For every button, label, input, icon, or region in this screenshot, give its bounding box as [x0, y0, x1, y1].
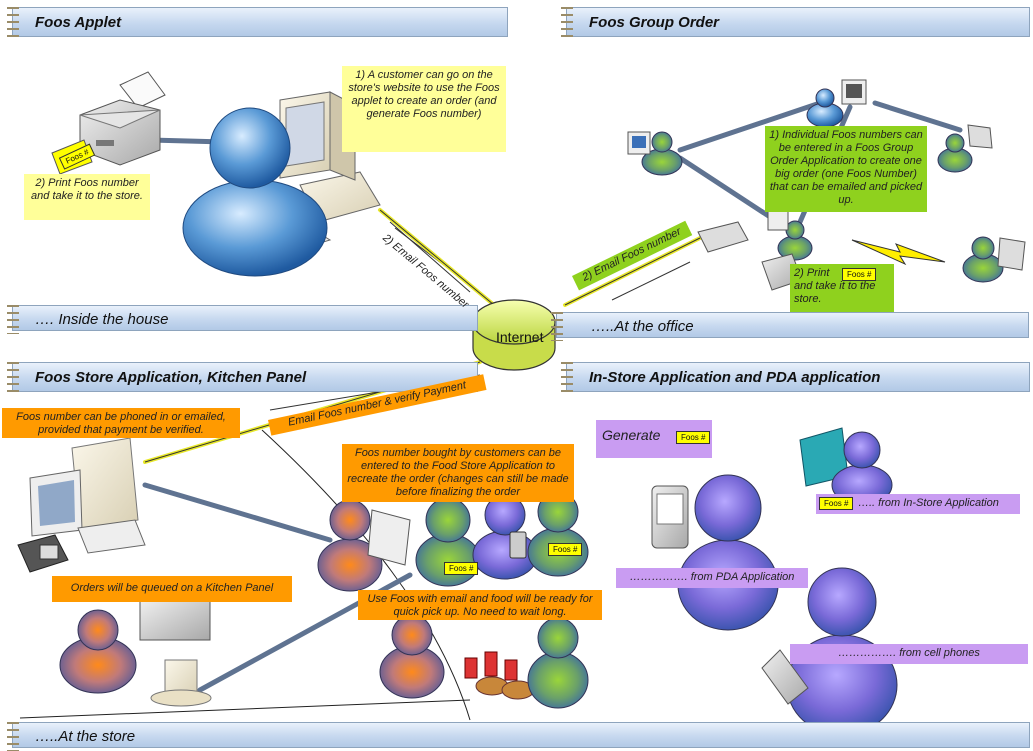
note-from-instore: ….. from In-Store Application — [816, 494, 1020, 514]
note-group-entry: 1) Individual Foos numbers can be entere… — [765, 126, 927, 212]
internet-label: Internet — [496, 329, 544, 345]
store-person-icon-1 — [59, 609, 137, 694]
customer-person-icon — [182, 107, 328, 277]
foos-badge: Foos # — [819, 497, 854, 510]
section-title: In-Store Application and PDA application — [589, 369, 881, 386]
section-banner-office: …..At the office — [551, 309, 1029, 341]
note-from-cell: ……………. from cell phones — [790, 644, 1028, 664]
store-person-icon-3 — [379, 614, 445, 699]
section-banner-instore: In-Store Application and PDA application — [561, 359, 1030, 395]
note-bought-by: Foos number bought by customers can be e… — [342, 444, 574, 502]
store-boundary-arc — [261, 429, 471, 721]
note-customer-website: 1) A customer can go on the store's webs… — [342, 66, 506, 152]
store-person-icon-2 — [317, 499, 383, 592]
note-from-pda: ……………. from PDA Application — [616, 568, 808, 588]
section-banner-applet: Foos Applet — [7, 4, 508, 40]
section-title: …..At the office — [591, 318, 694, 335]
section-title: Foos Group Order — [589, 14, 720, 31]
section-title: Foos Applet — [35, 14, 122, 31]
section-banner-at-store: …..At the store — [7, 719, 1030, 751]
office-person-icon-3 — [937, 124, 993, 173]
note-print-take: 2) Print Foos number and take it to the … — [24, 174, 150, 220]
store-laptop-icon — [367, 509, 411, 566]
pda-person-icon — [651, 474, 779, 631]
network-switch-icon — [697, 221, 749, 253]
customer-person-icon-4 — [527, 491, 589, 577]
note-print-office-line2: and take it to the store. — [794, 280, 876, 305]
foos-badge: Foos # — [548, 543, 583, 556]
internet-cylinder-icon — [472, 299, 556, 371]
foos-badge: Foos # — [842, 268, 877, 281]
office-person-icon-1 — [627, 131, 683, 176]
customer-person-icon-3 — [472, 494, 538, 580]
customer-person-icon-5 — [527, 617, 589, 709]
office-person-icon-2 — [806, 79, 867, 128]
section-banner-house: …. Inside the house — [7, 302, 478, 334]
note-use-foos: Use Foos with email and food will be rea… — [358, 590, 602, 620]
section-title: Foos Store Application, Kitchen Panel — [35, 369, 307, 386]
office-person-icon-5 — [962, 236, 1026, 283]
section-banner-group-order: Foos Group Order — [561, 4, 1030, 40]
note-queued: Orders will be queued on a Kitchen Panel — [52, 576, 292, 602]
note-print-office-line1: 2) Print — [794, 267, 830, 279]
section-title: …..At the store — [35, 728, 136, 745]
wireless-bolt-icon — [851, 239, 946, 266]
office-person-icon-4 — [767, 207, 813, 261]
section-title: …. Inside the house — [35, 311, 169, 328]
section-banner-store-app: Foos Store Application, Kitchen Panel — [7, 359, 478, 395]
phone-icon — [17, 534, 69, 573]
foos-badge: Foos # — [676, 431, 711, 444]
store-server-icon — [29, 437, 146, 554]
note-phoned-in: Foos number can be phoned in or emailed,… — [2, 408, 240, 438]
food-icon — [464, 651, 535, 700]
generate-label: Generate — [602, 427, 661, 443]
source-instore-label: ….. from In-Store Application — [858, 497, 999, 509]
foos-badge: Foos # — [444, 562, 479, 575]
printer-icon — [79, 71, 166, 166]
